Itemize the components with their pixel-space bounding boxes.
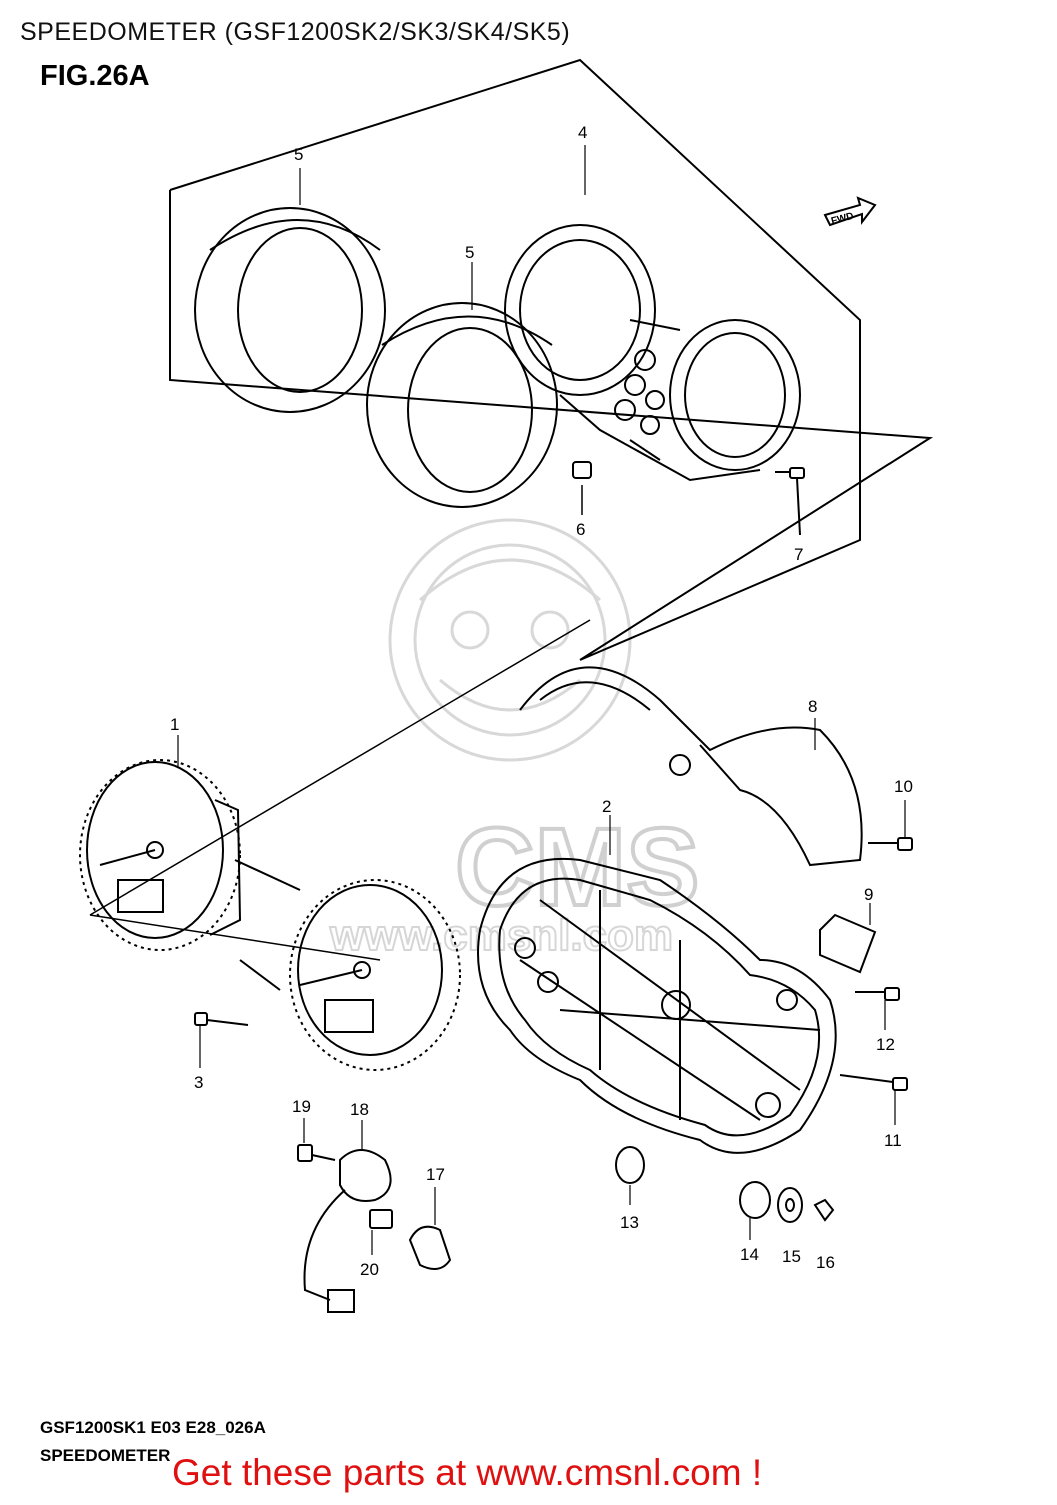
watermark-url: www.cmsnl.com	[329, 911, 673, 960]
part-6-cushion	[572, 461, 592, 479]
figure-id: FIG.26A	[40, 60, 150, 92]
cms-watermark-logo	[388, 518, 632, 762]
part-9-cushion	[819, 913, 877, 974]
watermark-text: CMS	[455, 806, 699, 929]
part-7-screw	[775, 467, 805, 536]
fwd-arrow-icon	[823, 196, 877, 227]
callout-16: 16	[816, 1253, 835, 1272]
callout-leaders	[177, 145, 906, 1255]
callout-14: 14	[740, 1245, 759, 1264]
callout-6: 6	[576, 520, 585, 539]
callout-3: 3	[194, 1073, 203, 1092]
assembly-outline	[169, 58, 934, 661]
callout-numbers: 1 2 3 4 5 5 6 7 8 9 10 11 12 13 14 15 16…	[170, 123, 913, 1279]
callout-4: 4	[578, 123, 587, 142]
meter-case-4	[504, 224, 801, 482]
meter-cover-8	[519, 666, 863, 867]
callout-9: 9	[864, 885, 873, 904]
callout-1: 1	[170, 715, 179, 734]
callout-5-middle: 5	[465, 243, 474, 262]
grommets-13-16	[615, 1146, 835, 1223]
page-title: SPEEDOMETER (GSF1200SK2/SK3/SK4/SK5)	[20, 18, 571, 46]
tachometer-1	[79, 759, 242, 951]
trim-ring-5-left	[194, 207, 386, 413]
callout-8: 8	[808, 697, 817, 716]
callout-5-left: 5	[294, 145, 303, 164]
callout-19: 19	[292, 1097, 311, 1116]
callout-17: 17	[426, 1165, 445, 1184]
diagram-name: SPEEDOMETER	[40, 1446, 171, 1465]
diagram-code: GSF1200SK1 E03 E28_026A	[40, 1418, 266, 1437]
callout-20: 20	[360, 1260, 379, 1279]
speedometer-dial	[234, 859, 461, 1071]
sensor-assembly-17-20	[297, 1144, 452, 1313]
promo-banner-link[interactable]: Get these parts at www.cmsnl.com !	[172, 1452, 763, 1493]
callout-2: 2	[602, 797, 611, 816]
callout-10: 10	[894, 777, 913, 796]
callout-7: 7	[794, 545, 803, 564]
callout-12: 12	[876, 1035, 895, 1054]
meter-back-plate-2	[477, 857, 837, 1154]
trim-ring-5-middle	[366, 302, 558, 508]
callout-13: 13	[620, 1213, 639, 1232]
callout-11: 11	[884, 1131, 902, 1150]
callout-18: 18	[350, 1100, 369, 1119]
callout-15: 15	[782, 1247, 801, 1266]
